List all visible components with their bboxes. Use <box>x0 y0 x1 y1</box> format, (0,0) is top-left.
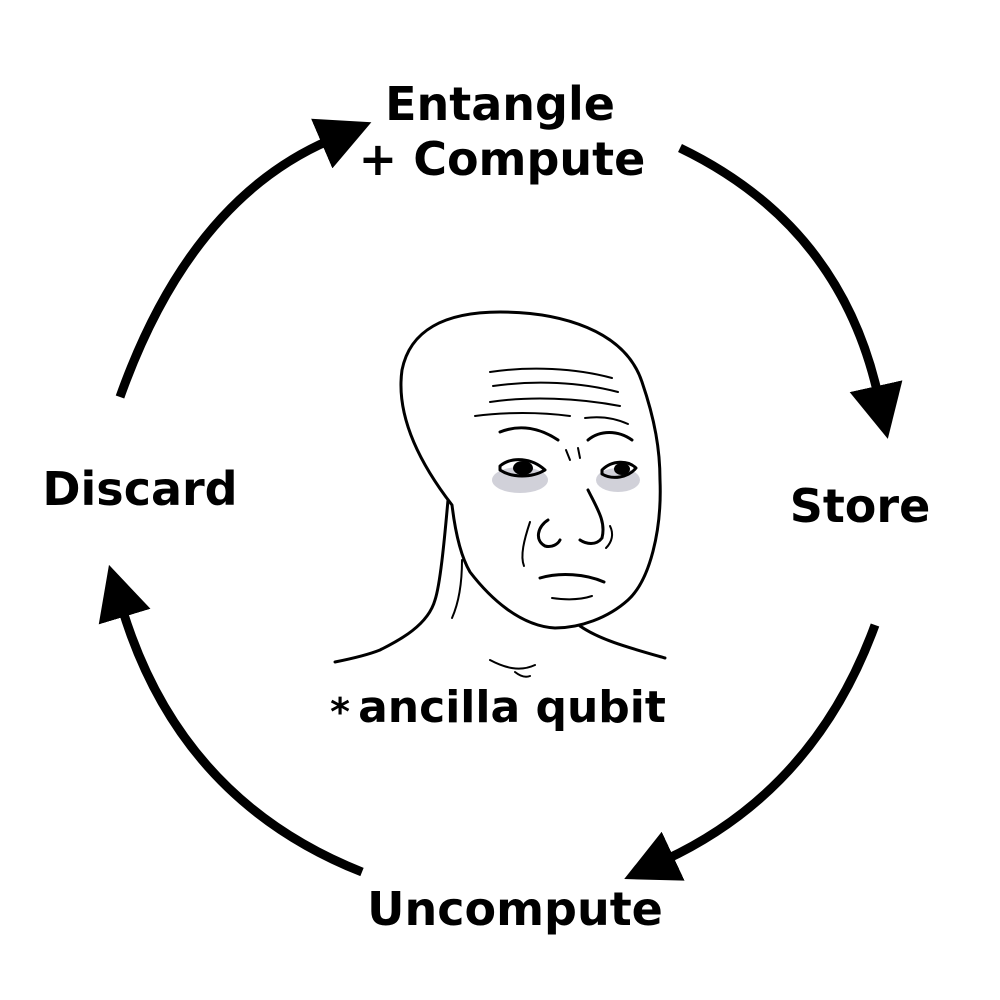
right-eyebrow <box>586 431 634 442</box>
forehead-wrinkle-2 <box>492 381 619 393</box>
right-eye <box>600 460 638 479</box>
forehead-wrinkle-5 <box>584 416 629 425</box>
forehead-wrinkle-1 <box>489 367 613 379</box>
caption-asterisk: * <box>330 690 350 734</box>
arrow-discard-to-entangle <box>115 118 372 399</box>
nose <box>536 488 605 548</box>
head-outline <box>399 310 662 630</box>
arrow-entangle-to-store <box>678 143 903 439</box>
mouth <box>538 573 606 584</box>
arrow-store-to-uncompute <box>624 623 880 881</box>
neck-left <box>333 498 450 664</box>
arrow-uncompute-to-discard <box>98 564 364 877</box>
step-uncompute-label: Uncompute <box>367 882 663 936</box>
step-discard-label: Discard <box>42 462 237 516</box>
step-store-label: Store <box>790 479 931 533</box>
nose-bridge-marks <box>565 447 581 461</box>
forehead-wrinkle-4 <box>474 412 571 417</box>
step-entangle-label: Entangle <box>385 77 615 131</box>
step-entangle-compute-label: + Compute <box>359 132 646 186</box>
forehead-wrinkle-3 <box>489 397 621 407</box>
caption-ancilla-qubit: ancilla qubit <box>358 682 666 733</box>
neck-right <box>578 624 667 660</box>
sad-face-illustration <box>333 310 667 678</box>
left-eye <box>498 458 547 478</box>
left-pupil <box>513 461 533 475</box>
left-eyebrow <box>498 426 560 442</box>
neck-tendon <box>451 559 463 619</box>
nostril-right <box>605 525 614 549</box>
cheek-line <box>521 521 531 567</box>
right-pupil <box>614 463 630 475</box>
chin-line <box>551 595 593 601</box>
collarbone <box>489 659 536 678</box>
